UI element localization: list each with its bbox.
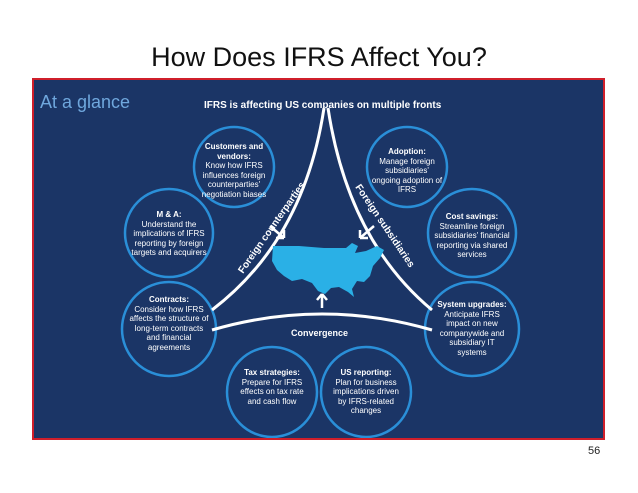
bubble-heading: M & A: — [156, 210, 182, 219]
bubble-customers: Customers and vendors: Know how IFRS inf… — [197, 142, 271, 199]
bubble-body: Prepare for IFRS effects on tax rate and… — [240, 377, 304, 406]
arc-convergence — [211, 312, 433, 332]
bubble-heading: Customers and vendors: — [204, 142, 264, 161]
arc-foreign-subsidiaries — [326, 107, 433, 312]
us-map-shape — [272, 243, 384, 297]
bubble-adoption: Adoption: Manage foreign subsidiaries' o… — [371, 147, 443, 195]
bubble-circle-tax — [225, 345, 319, 438]
bubble-circle-cost — [426, 187, 518, 279]
diagram-graphics: Foreign counterparties Foreign subsidiar… — [120, 107, 521, 438]
bubble-system: System upgrades: Anticipate IFRS impact … — [434, 300, 510, 357]
bubble-heading: Contracts: — [148, 295, 189, 304]
bubble-body: Understand the implications of IFRS repo… — [131, 219, 207, 258]
bubble-heading: US reporting: — [340, 368, 392, 377]
bubble-heading: Tax strategies: — [244, 368, 300, 377]
bubble-heading: System upgrades: — [437, 300, 507, 309]
arc-foreign-counterparties — [211, 107, 326, 312]
panel-headline: IFRS is affecting US companies on multip… — [204, 100, 442, 111]
diagram-panel: Foreign counterparties Foreign subsidiar… — [32, 78, 605, 440]
bubble-tax: Tax strategies: Prepare for IFRS effects… — [235, 368, 309, 406]
bubble-heading: Adoption: — [388, 147, 426, 156]
bubble-body: Plan for business implications driven by… — [333, 377, 399, 416]
bubble-contracts: Contracts: Consider how IFRS affects the… — [129, 295, 209, 352]
arrow-left — [269, 225, 286, 240]
bubble-us-reporting: US reporting: Plan for business implicat… — [329, 368, 403, 416]
bubble-circle-adoption — [365, 125, 449, 209]
bubble-circle-us-reporting — [319, 345, 413, 438]
bubble-circle-ma — [123, 187, 215, 279]
bubble-heading: Cost savings: — [445, 212, 499, 221]
label-convergence: Convergence — [291, 328, 348, 338]
bubble-cost: Cost savings: Streamline foreign subsidi… — [432, 212, 512, 260]
arrow-right — [358, 225, 375, 240]
slide-title: How Does IFRS Affect You? — [151, 42, 487, 72]
page-number: 56 — [588, 445, 601, 457]
bubble-body: Know how IFRS influences foreign counter… — [201, 161, 267, 199]
bubble-body: Anticipate IFRS impact on new companywid… — [439, 309, 505, 357]
at-a-glance-label: At a glance — [40, 92, 131, 112]
bubble-ma: M & A: Understand the implications of IF… — [129, 210, 209, 258]
bubble-circle-customers — [192, 125, 276, 209]
bubble-body: Manage foreign subsidiaries' ongoing ado… — [371, 156, 443, 195]
bubble-body: Streamline foreign subsidiaries' financi… — [434, 221, 510, 260]
arrow-up — [316, 293, 328, 308]
bubble-body: Consider how IFRS affects the structure … — [129, 304, 209, 352]
